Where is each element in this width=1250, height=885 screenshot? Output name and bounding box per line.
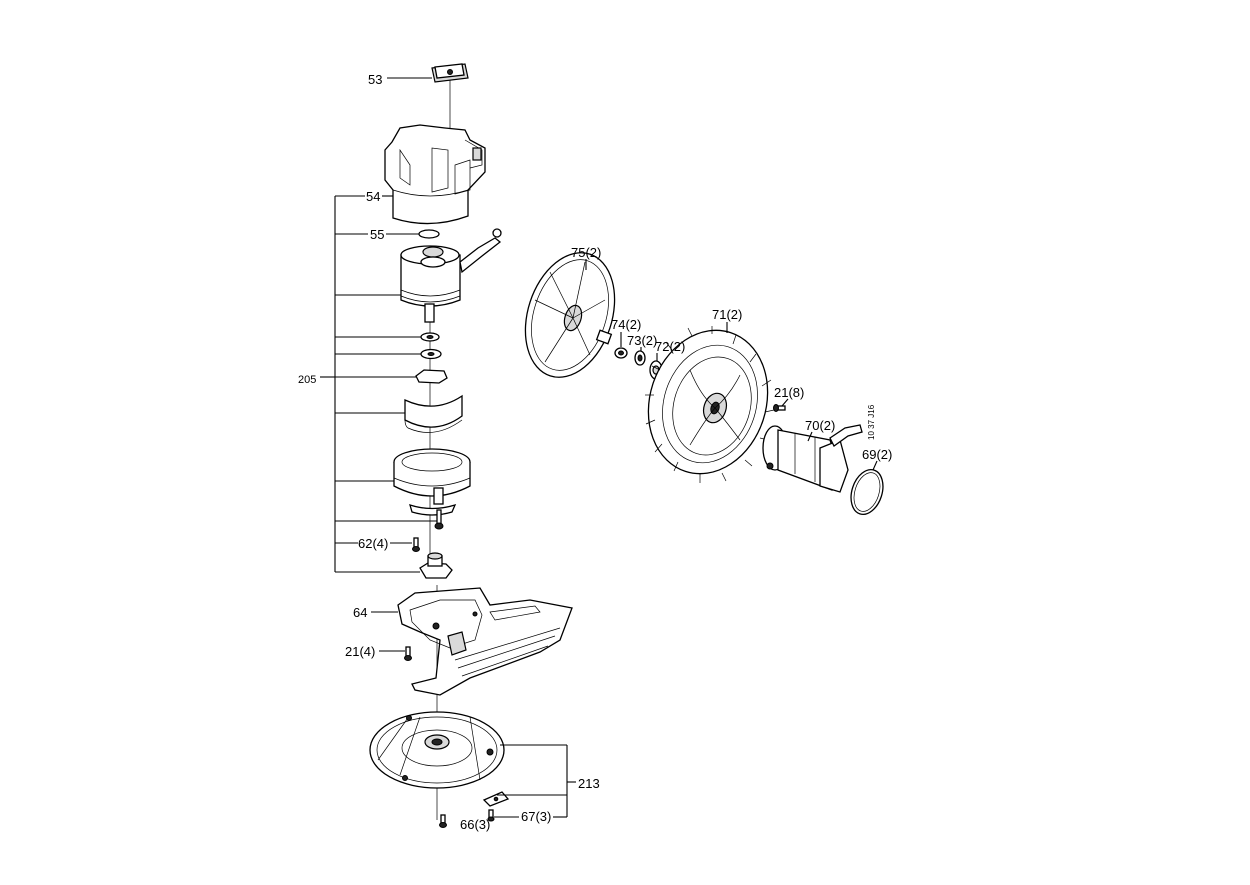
- washer-2-hole: [427, 352, 435, 356]
- label-21-right: 21(8): [774, 385, 804, 400]
- part-62-screw: [412, 537, 420, 552]
- label-213: 213: [578, 776, 600, 791]
- screw-gear: [434, 509, 444, 530]
- part-71-wheel: [645, 326, 775, 483]
- drive-motor: [400, 228, 502, 323]
- leader-lines-left: [320, 77, 576, 818]
- label-62: 62(4): [358, 536, 388, 551]
- label-205: 205: [298, 374, 316, 386]
- drawing-reference-code: 10 37 J16: [867, 404, 876, 440]
- label-74: 74(2): [611, 317, 641, 332]
- part-21-screw-left: [404, 646, 412, 661]
- label-67: 67(3): [521, 809, 551, 824]
- label-21-left: 21(4): [345, 644, 375, 659]
- leader-lines-right: [585, 259, 878, 471]
- part-75-wheel-cover: [524, 252, 616, 378]
- mounting-plate: [415, 369, 448, 384]
- part-55-ring: [418, 229, 440, 239]
- part-66-screw: [439, 814, 447, 828]
- part-73-washer: [634, 350, 646, 366]
- blade-disc: [369, 711, 505, 789]
- label-55: 55: [370, 227, 384, 242]
- label-54: 54: [366, 189, 380, 204]
- label-66: 66(3): [460, 817, 490, 832]
- label-73: 73(2): [627, 333, 657, 348]
- gear-housing: [393, 448, 471, 516]
- label-75: 75(2): [571, 245, 601, 260]
- part-70-wheel-motor: [762, 424, 863, 493]
- part-64-chassis: [397, 587, 573, 696]
- part-54-housing: [384, 124, 486, 225]
- washer-1-hole: [426, 335, 434, 339]
- label-69: 69(2): [862, 447, 892, 462]
- part-21-screw-right: [773, 404, 786, 412]
- part-69-oring-inner: [853, 472, 881, 512]
- label-71: 71(2): [712, 307, 742, 322]
- hub-nut: [419, 552, 453, 579]
- label-53: 53: [368, 72, 382, 87]
- part-74-nut: [614, 347, 628, 359]
- label-70: 70(2): [805, 418, 835, 433]
- label-64: 64: [353, 605, 367, 620]
- label-72: 72(2): [655, 339, 685, 354]
- curved-shield: [404, 394, 463, 433]
- part-53-clip: [431, 63, 469, 83]
